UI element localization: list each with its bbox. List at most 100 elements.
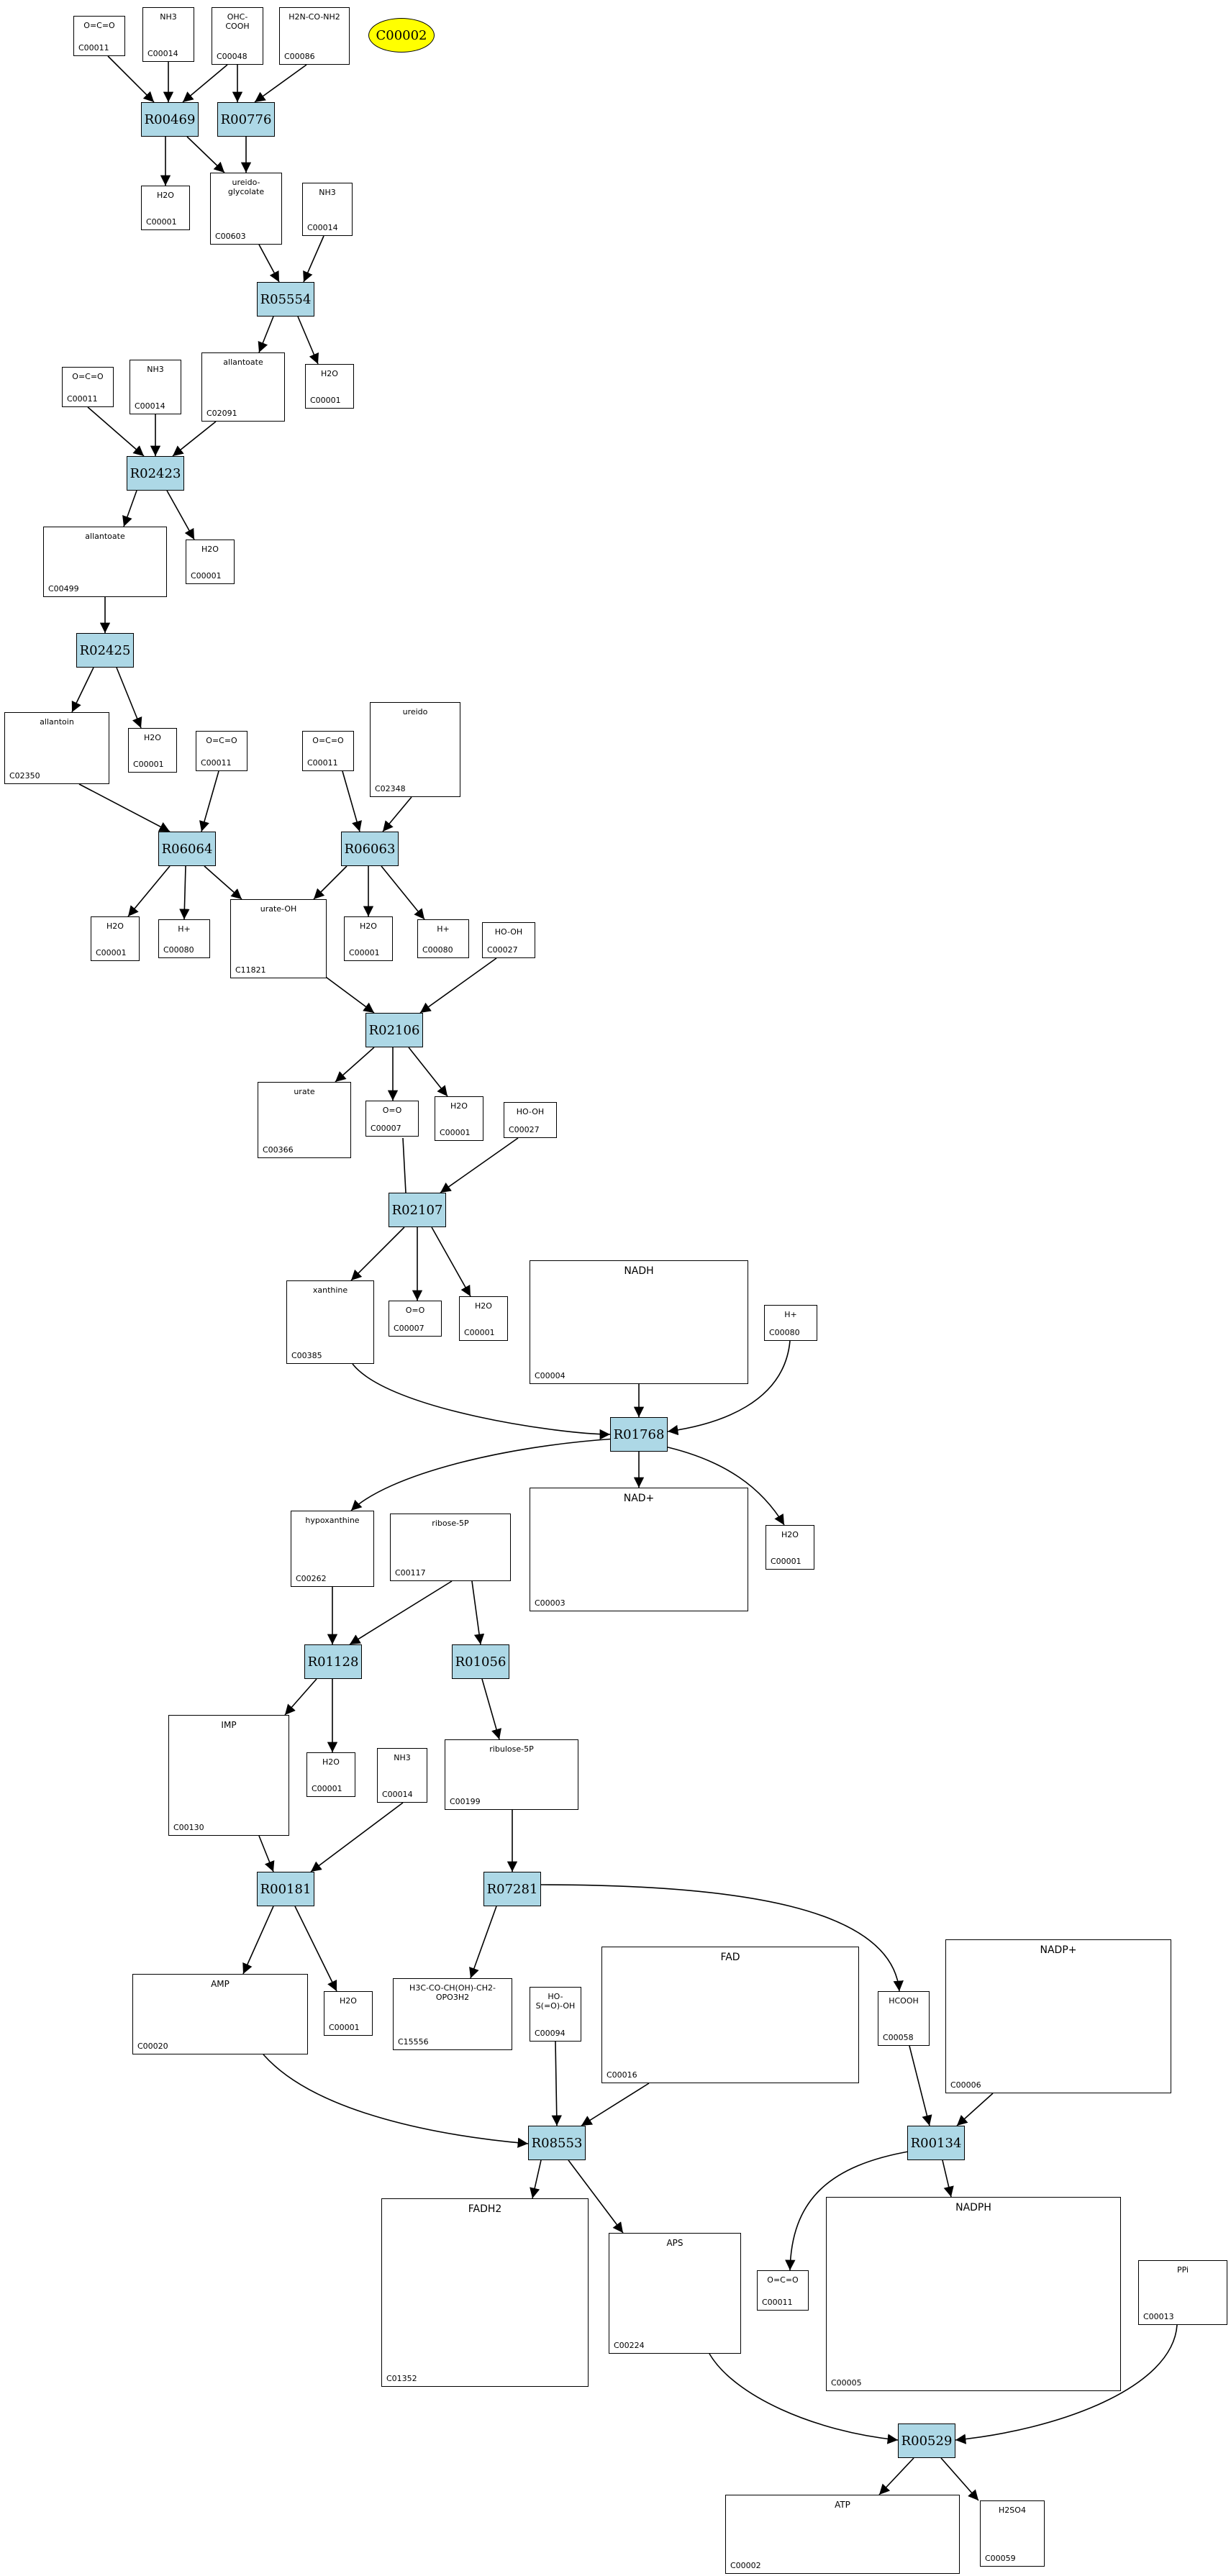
reaction-node[interactable]: R00776 [217, 102, 275, 137]
reaction-node[interactable]: R02425 [76, 633, 134, 668]
reaction-node[interactable]: R06063 [341, 832, 399, 866]
reaction-edge [122, 490, 137, 527]
reaction-edge [87, 406, 145, 457]
compound-id: C00002 [730, 2561, 761, 2570]
reaction-label: R07281 [486, 1881, 538, 1897]
reaction-edge [581, 2083, 650, 2126]
compound-node[interactable]: NAD+C00003 [530, 1488, 748, 1611]
reaction-edge [71, 667, 94, 713]
compound-id: C00603 [215, 232, 246, 241]
reaction-node[interactable]: R05554 [257, 282, 314, 317]
compound-node[interactable]: NADP+C00006 [945, 1939, 1171, 2093]
reaction-node[interactable]: R07281 [483, 1872, 541, 1906]
reaction-node[interactable]: R02423 [127, 456, 184, 491]
reaction-node[interactable]: R08553 [528, 2126, 586, 2160]
compound-id: C00004 [535, 1371, 565, 1380]
reaction-node[interactable]: R01128 [304, 1644, 362, 1679]
reaction-edge [956, 2093, 994, 2126]
compound-id: C00001 [464, 1328, 495, 1337]
structure-formula: urate [294, 1087, 315, 1096]
compound-id: C00005 [831, 2378, 862, 2388]
compound-id: C00262 [296, 1574, 327, 1583]
structure-formula: NADPH [955, 2202, 991, 2213]
compound-node[interactable]: H+C00080 [764, 1305, 817, 1341]
reaction-node[interactable]: R00529 [898, 2423, 955, 2458]
reaction-node[interactable]: R01056 [452, 1644, 509, 1679]
reaction-node[interactable]: R00181 [257, 1872, 314, 1906]
highlight-compound-oval[interactable]: C00002 [368, 18, 435, 53]
reaction-label: R05554 [260, 291, 312, 307]
reaction-edge [667, 1340, 791, 1436]
reaction-edge [955, 2324, 1178, 2444]
structure-formula: O=O [405, 1306, 425, 1315]
reaction-edge [297, 316, 319, 365]
structure-formula: O=C=O [767, 2275, 799, 2285]
compound-node[interactable]: H+C00080 [158, 919, 210, 958]
reaction-node[interactable]: R02106 [365, 1013, 423, 1047]
reaction-edge [481, 1678, 501, 1740]
structure-formula: O=C=O [83, 21, 115, 30]
reaction-node[interactable]: R00469 [141, 102, 199, 137]
structure-formula: ureido [402, 707, 428, 716]
compound-node[interactable]: H+C00080 [417, 919, 469, 958]
reaction-edge [709, 2353, 899, 2444]
compound-id: C00013 [1143, 2312, 1174, 2321]
compound-node[interactable]: NADPH C00005 [826, 2197, 1121, 2391]
structure-formula: H2O [201, 545, 219, 554]
reaction-node[interactable]: R01768 [610, 1417, 668, 1452]
compound-id: C01352 [386, 2374, 417, 2383]
reaction-node[interactable]: R02107 [389, 1193, 446, 1227]
reaction-node[interactable]: R06064 [158, 832, 216, 866]
reaction-node[interactable]: R00134 [907, 2126, 965, 2160]
